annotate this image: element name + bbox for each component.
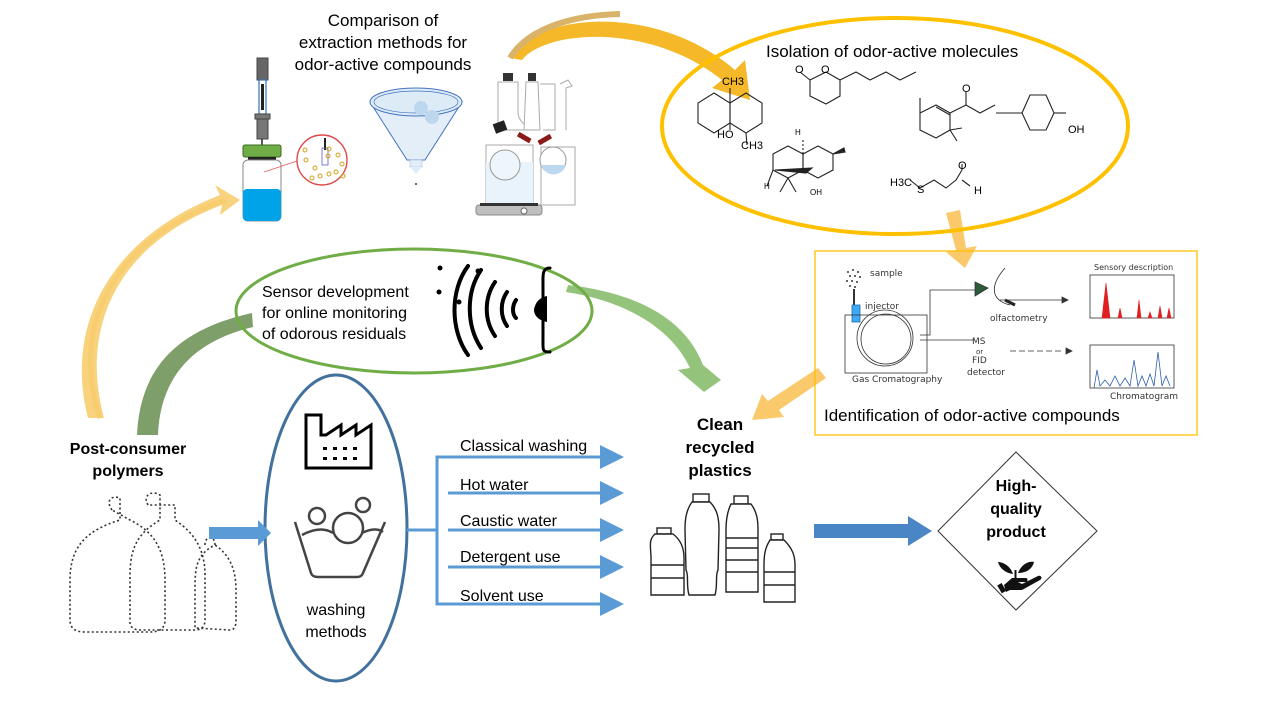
sketch-label-ms: MS [972,337,986,347]
sketch-label-detector: detector [967,368,1005,378]
sensor-ellipse [234,247,594,375]
washing-method-label: Hot water [460,477,529,494]
factory-icon [304,413,373,470]
extraction-title: Comparison of extraction methods for odo… [283,10,483,76]
atom-label: H [974,185,982,197]
clean-title-line-3: plastics [688,461,752,480]
sensory-peaks [1101,282,1172,319]
hand-plant-icon [997,561,1042,594]
atom-label: H [764,182,770,191]
product-title: High- quality product [976,475,1056,544]
atom-label: HO [717,129,734,141]
sketch-label-chromatogram: Chromatogram [1110,392,1179,402]
washing-method-label: Classical washing [460,438,588,455]
atom-label: H [795,128,801,137]
sample-dots [846,269,861,288]
atom-label: O [958,160,967,172]
sketch-label-sensory: Sensory description [1094,263,1174,272]
sketch-label-or: or [976,348,984,356]
molecule-cresol [996,94,1066,131]
atom-label: OH [1068,124,1085,136]
arrow-extraction-to-isolation [507,11,750,100]
arrow-sensor-to-clean [566,285,721,392]
product-title-line-3: product [986,524,1046,541]
atom-label: CH3 [741,140,764,152]
atom-label: O [795,64,804,76]
clean-title-line-1: Clean [696,415,744,434]
extraction-title-line-2: extraction methods for [298,33,468,52]
identification-box [814,250,1198,436]
distillation-apparatus-icon [475,73,576,216]
extraction-title-line-1: Comparison of [327,11,439,30]
source-title-line-2: polymers [92,463,164,480]
atom-label: O [821,64,830,76]
washing-title: washing methods [296,600,376,644]
atom-label: CH3 [722,76,745,88]
washing-method-label: Solvent use [460,588,544,605]
identification-title: Identification of odor-active compounds [824,406,1120,425]
molecule-damascone [919,92,996,142]
sketch-label-gc: Gas Cromatography [852,375,943,385]
sketch-label-fid: FID [972,356,987,366]
plastic-bottles-icon [649,493,796,603]
arrow-polymers-to-sensor [137,313,253,435]
isolation-title: Isolation of odor-active molecules [766,42,1019,61]
molecule-decalin-diol [697,88,763,146]
atom-label: H3C [890,177,913,189]
sketch-label-olfactometry: olfactometry [990,314,1048,324]
atom-label: OH [810,188,822,197]
washing-title-line-1: washing [306,602,366,619]
product-diamond [937,451,1098,611]
molecule-structures [697,71,1066,193]
washing-method-label: Caustic water [460,513,557,530]
washing-title-line-2: methods [305,624,367,641]
source-title-line-1: Post-consumer [69,441,187,458]
gc-sketch [844,267,1175,389]
extraction-title-line-3: odor-active compounds [294,55,472,74]
arrow-polymers-to-washing [209,520,271,546]
chromatogram-peaks [1093,351,1171,389]
syringe-vial-icon [242,57,348,222]
product-title-line-1: High- [995,478,1037,495]
arrow-polymers-to-extraction [81,185,240,419]
source-title: Post-consumer polymers [58,439,198,483]
clean-title: Clean recycled plastics [660,413,780,482]
atom-label: O [962,83,971,95]
sensor-title-line-1: Sensor development [262,284,409,301]
washing-method-label: Detergent use [460,549,561,566]
sketch-label-injector: injector [865,302,899,312]
post-consumer-bottles-icon [69,492,237,633]
sensor-title: Sensor development for online monitoring… [262,282,409,345]
molecule-lactone [799,71,917,105]
molecule-methional [909,164,971,189]
arrow-identification-to-clean [752,368,826,420]
blue-flow-arrows [209,445,932,616]
sensor-title-line-3: of odorous residuals [262,326,407,343]
product-title-line-2: quality [990,501,1042,518]
sound-wave-icon [436,264,552,357]
washing-basin-icon [293,496,387,579]
sketch-label-sample: sample [870,269,903,279]
funnel-icon [369,87,463,185]
arrow-isolation-to-identification [946,210,977,268]
atom-label: S [917,184,925,196]
molecule-geosmin-like [766,140,846,193]
clean-title-line-2: recycled [685,438,755,457]
arrow-clean-to-product [814,516,932,546]
sensor-title-line-2: for online monitoring [262,305,407,322]
isolation-ellipse [660,16,1130,236]
